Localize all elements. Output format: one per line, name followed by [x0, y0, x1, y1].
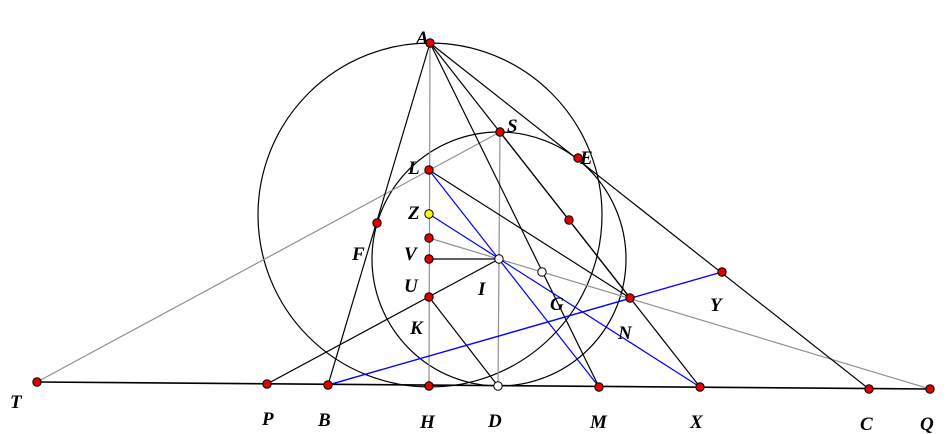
point-M [594, 382, 604, 392]
label-D: D [487, 411, 502, 432]
point-E [573, 153, 583, 163]
point-L [424, 165, 434, 175]
point-K [424, 292, 434, 302]
label-S: S [507, 116, 518, 137]
label-Z: Z [407, 203, 420, 224]
label-E: E [579, 148, 593, 169]
label-M: M [589, 412, 608, 433]
label-A: A [415, 28, 429, 49]
point-P [262, 379, 272, 389]
label-F: F [351, 244, 365, 265]
point-Q [925, 384, 935, 394]
line-A-C [429, 42, 870, 390]
label-Y: Y [710, 295, 724, 316]
line-Z-X [428, 213, 701, 388]
label-X: X [689, 412, 704, 433]
line-A-M [429, 42, 600, 388]
label-G: G [550, 294, 564, 315]
point-A [425, 38, 435, 48]
point-F [372, 218, 382, 228]
line-L-N [428, 169, 631, 299]
point-V [424, 233, 434, 243]
point-X [695, 382, 705, 392]
label-U: U [404, 276, 419, 297]
point-H [424, 381, 434, 391]
line-T-S [36, 131, 501, 383]
point-D [493, 381, 503, 391]
line-L-M [428, 169, 600, 388]
line-S-X [499, 131, 701, 388]
line-K-D [428, 296, 499, 387]
line-V-Q [428, 237, 931, 390]
line-P-I [266, 258, 500, 385]
point-U [424, 254, 434, 264]
label-N: N [617, 323, 633, 344]
line-T-Q [36, 381, 931, 390]
label-T: T [10, 392, 23, 413]
line-A-B [327, 42, 431, 386]
point-Y [717, 267, 727, 277]
point-I [494, 254, 504, 264]
point-Z [424, 209, 434, 219]
point-T [32, 377, 42, 387]
label-I: I [477, 279, 486, 300]
label-K: K [409, 318, 424, 339]
label-C: C [860, 414, 873, 434]
point-N [625, 293, 635, 303]
point-unlabeled [564, 215, 574, 225]
label-B: B [317, 410, 331, 431]
line-B-Y [327, 271, 723, 386]
label-Q: Q [920, 414, 934, 434]
point-G [537, 267, 547, 277]
label-H: H [419, 412, 436, 433]
point-S [495, 127, 505, 137]
point-C [864, 384, 874, 394]
label-P: P [261, 409, 274, 430]
point-B [323, 380, 333, 390]
label-V: V [404, 244, 418, 265]
label-L: L [407, 158, 420, 179]
